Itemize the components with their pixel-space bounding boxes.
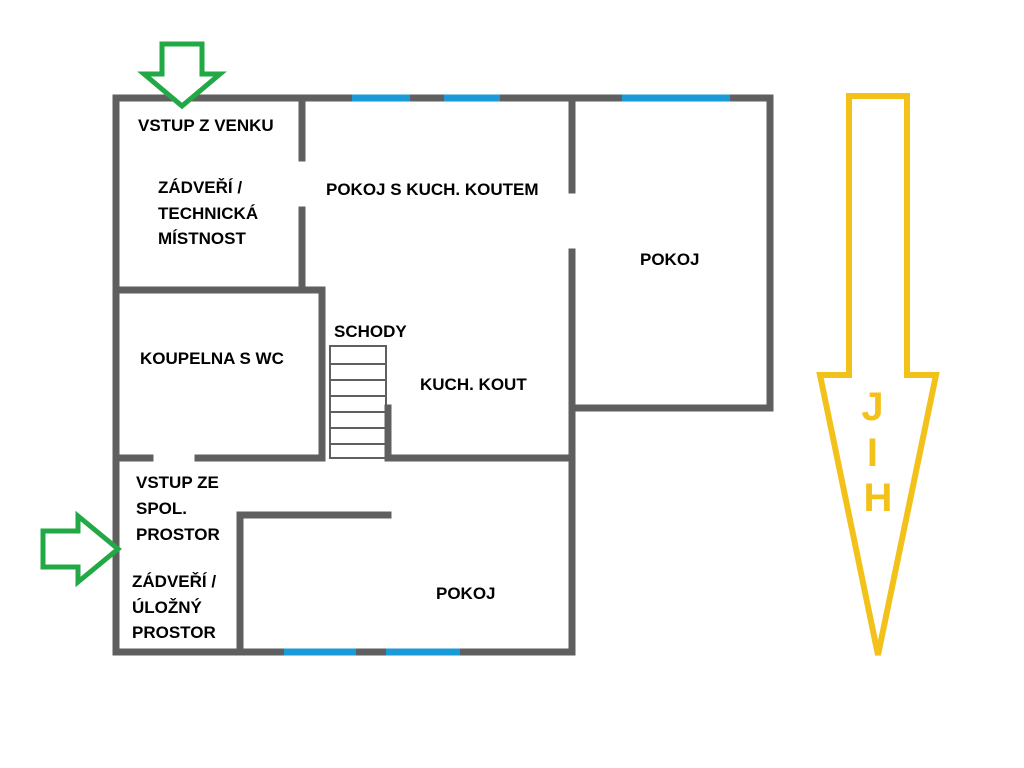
room-label-schody: SCHODY <box>334 322 407 341</box>
room-label-pokoj-kuch-koutem: POKOJ S KUCH. KOUTEM <box>326 180 539 199</box>
walls <box>112 94 774 656</box>
room-label-vstup-z-venku: VSTUP Z VENKU <box>138 116 274 135</box>
south-arrow-icon <box>816 93 940 656</box>
room-label-pokoj-south: POKOJ <box>436 584 496 603</box>
compass-letter-i: I <box>867 431 878 475</box>
compass-letter-j: J <box>861 385 883 429</box>
entrance-arrow-icon <box>137 41 227 110</box>
room-label-zadveri-ulozny: ZÁDVEŘÍ / ÚLOŽNÝ PROSTOR <box>132 572 221 642</box>
room-label-zadveri-technicka: ZÁDVEŘÍ / TECHNICKÁ MÍSTNOST <box>158 178 263 248</box>
compass-letter-h: H <box>864 476 893 520</box>
entrance-arrow-icon <box>40 510 122 588</box>
room-label-kuch-kout: KUCH. KOUT <box>420 375 527 394</box>
room-label-vstup-spol: VSTUP ZE SPOL. PROSTOR <box>136 473 224 544</box>
svg-text:J I H: J I H <box>861 385 894 520</box>
windows <box>284 94 730 656</box>
room-label-pokoj-east: POKOJ <box>640 250 700 269</box>
staircase <box>329 345 387 459</box>
room-label-koupelna: KOUPELNA S WC <box>140 349 284 368</box>
